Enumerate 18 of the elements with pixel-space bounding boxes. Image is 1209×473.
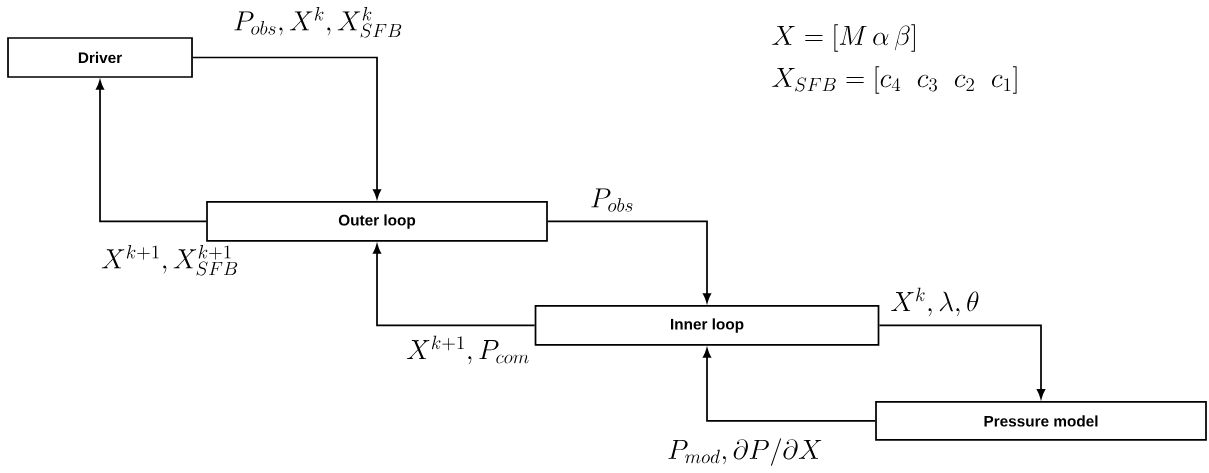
edge-label: $P_{obs}$ (591, 188, 633, 212)
process-box: Pressure model (875, 401, 1207, 441)
arrow (547, 220, 711, 303)
vector-definition: $X=[M\,\alpha\,\beta]$ (772, 24, 915, 52)
process-box: Inner loop (534, 305, 880, 346)
arrow (878, 324, 1045, 399)
process-box: Driver (7, 37, 193, 78)
edge-label: $P_{mod}, \partial P/\partial X$ (668, 438, 822, 466)
edge-label: $X^{k+1}, P_{com}$ (406, 335, 529, 365)
arrow (373, 244, 536, 327)
edge-label: $X^{k}, \lambda, \theta$ (891, 287, 979, 317)
arrow (96, 80, 207, 223)
edge-label: $X^{k+1}, X^{k+1}_{SFB}$ (101, 244, 238, 276)
arrow (192, 56, 381, 199)
edge-label: $P_{obs}, X^{k}, X^{k}_{SFB}$ (234, 6, 402, 38)
vector-definition: $X_{SFB}=[c_{4}\;\; c_{3}\;\; c_{2}\;\; c_{1}]$ (772, 66, 1017, 94)
arrow (703, 348, 876, 422)
process-box: Outer loop (206, 201, 548, 242)
